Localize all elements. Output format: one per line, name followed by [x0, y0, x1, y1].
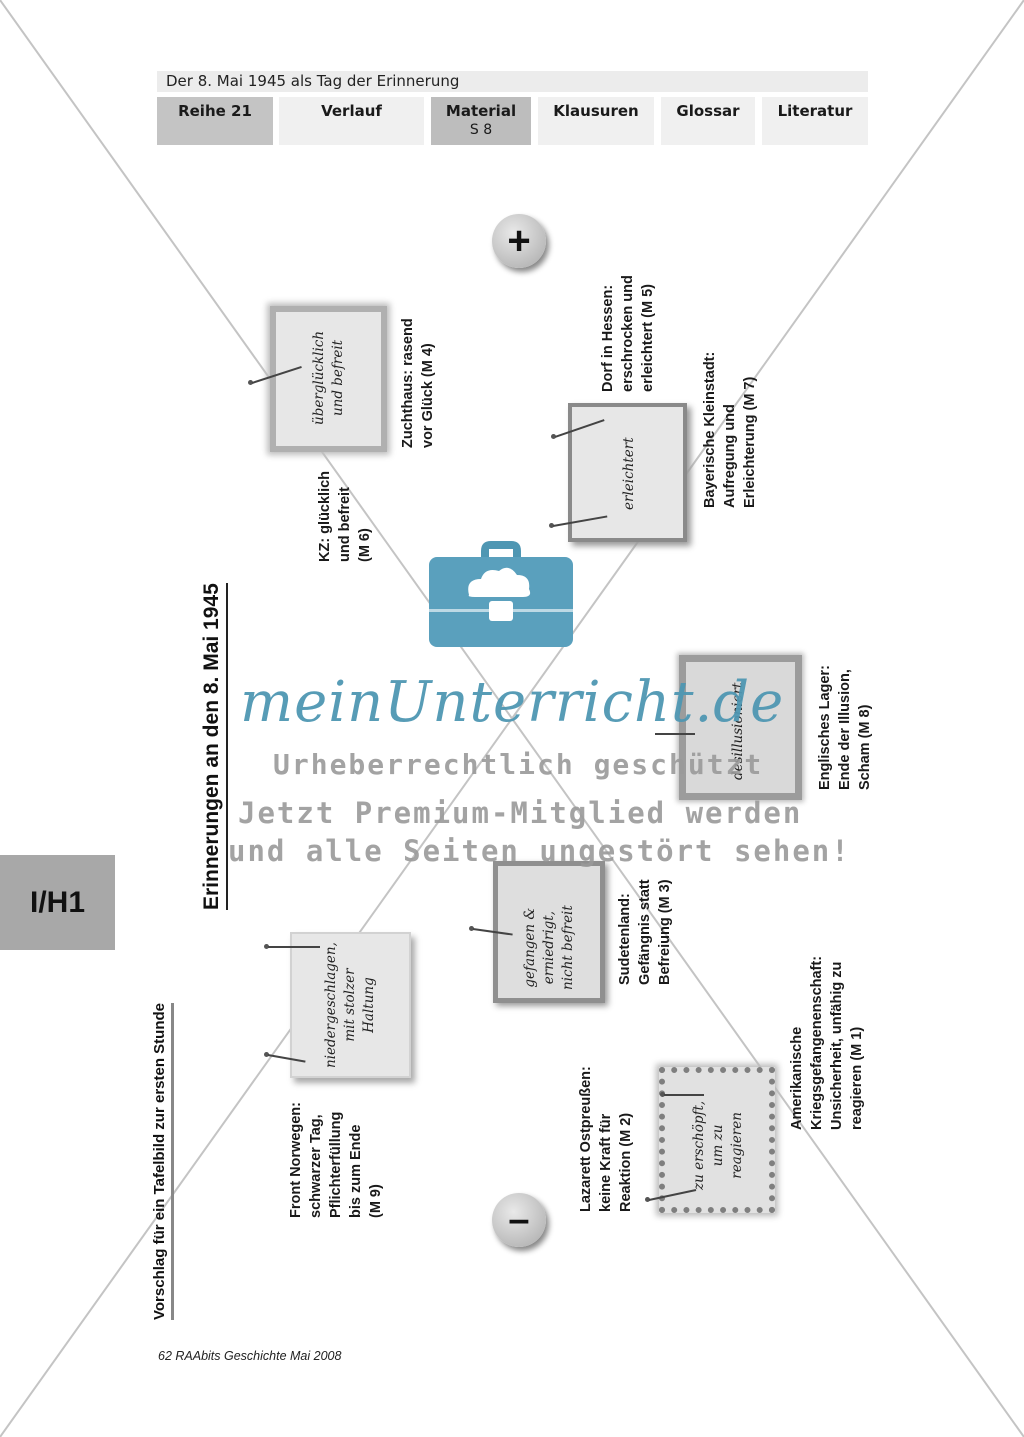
caption-norwegen: Front Norwegen: schwarzer Tag, Pflichter… [288, 1102, 384, 1218]
watermark-line-2: Jetzt Premium-Mitglied werden [238, 796, 803, 830]
main-heading: Erinnerungen an den 8. Mai 1945 [200, 583, 228, 910]
tab-literatur[interactable]: Literatur [762, 97, 868, 145]
caption-lazarett: Lazarett Ostpreußen: keine Kraft für Rea… [578, 1066, 634, 1212]
tab-klausuren[interactable]: Klausuren [538, 97, 654, 145]
pin [264, 1052, 269, 1057]
pin-line [655, 733, 695, 735]
caption-sudeten: Sudetenland: Gefängnis statt Befreiung (… [617, 879, 673, 985]
note-erschoepft-text: zu erschöpft, um zu reagieren [691, 1100, 745, 1190]
note-ueberglucklich [270, 306, 387, 452]
tab-reihe[interactable]: Reihe 21 [157, 97, 273, 145]
pin [248, 380, 253, 385]
caption-dorf: Dorf in Hessen: erschrocken und erleicht… [600, 275, 656, 392]
watermark-brand: meinUnterricht.de [240, 670, 785, 735]
note-desillusioniert [679, 655, 802, 800]
watermark-line-3: und alle Seiten ungestört sehen! [228, 834, 851, 868]
note-niedergeschlagen [290, 932, 411, 1078]
caption-bayern: Bayerische Kleinstadt: Aufregung und Erl… [702, 351, 758, 508]
watermark-line-1: Urheberrechtlich geschützt [273, 748, 764, 781]
plus-symbol: + [492, 214, 546, 268]
vorschlag-heading: Vorschlag für ein Tafelbild zur ersten S… [151, 1003, 174, 1320]
caption-zuchthaus: Zuchthaus: rasend vor Glück (M 4) [400, 318, 436, 448]
caption-kz: KZ: glücklich und befreit (M 6) [317, 470, 373, 562]
note-niedergeschlagen-text: niedergeschlagen, mit stolzer Haltung [323, 942, 377, 1068]
note-ueberglucklich-text: überglücklich und befreit [311, 330, 346, 425]
pin-line [268, 946, 320, 948]
footer-source: 62 RAAbits Geschichte Mai 2008 [158, 1349, 342, 1363]
pin-line [664, 1094, 704, 1096]
section-marker: I/H1 [0, 855, 115, 950]
pin [264, 944, 269, 949]
note-gefangen-text: gefangen & erniedrigt, nicht befreit [522, 905, 576, 990]
note-erschoepft [659, 1067, 775, 1213]
pin [549, 523, 554, 528]
pin [645, 1197, 650, 1202]
tab-verlauf[interactable]: Verlauf [279, 97, 424, 145]
tab-glossar[interactable]: Glossar [661, 97, 755, 145]
pin [660, 1092, 665, 1097]
tab-material-page: S 8 [469, 122, 493, 138]
pin [469, 926, 474, 931]
caption-englisch: Englisches Lager: Ende der Illusion, Sch… [817, 665, 873, 790]
document-title: Der 8. Mai 1945 als Tag der Erinnerung [157, 71, 868, 92]
minus-symbol: – [492, 1193, 546, 1247]
note-erleichtert-text: erleichtert [621, 437, 637, 510]
pin [551, 434, 556, 439]
briefcase-cloud-icon [429, 541, 573, 647]
caption-amerika: Amerikanische Kriegsgefangenenschaft: Un… [789, 955, 865, 1130]
